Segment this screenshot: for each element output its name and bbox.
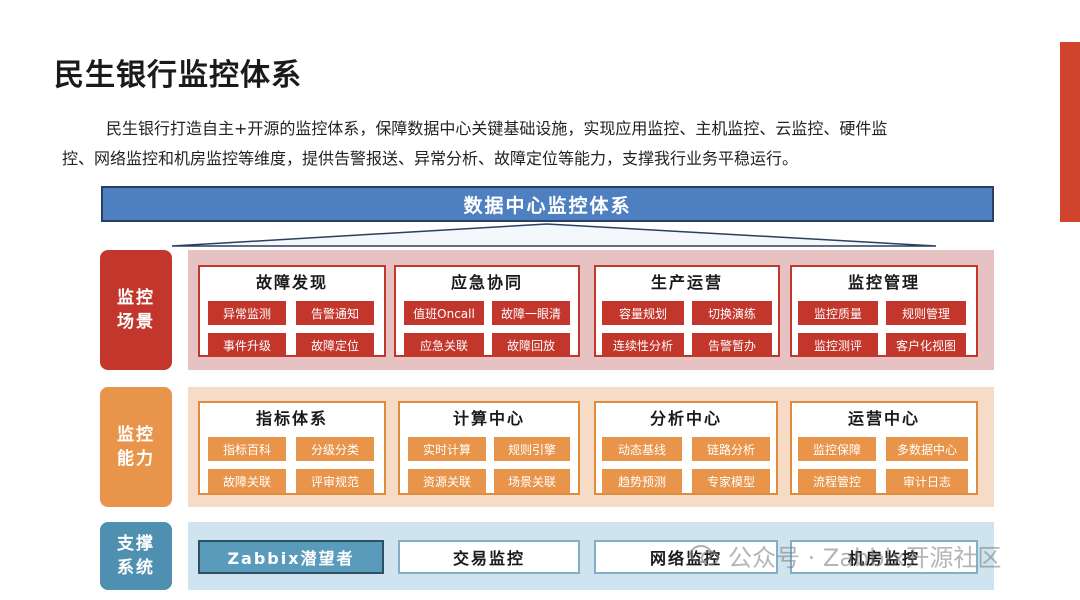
chip: 故障关联 <box>208 469 286 493</box>
wechat-icon <box>690 544 719 565</box>
support-network-monitoring: 网络监控 <box>594 540 778 574</box>
watermark-text: 公众号 · Zabbix开源社区 <box>728 544 1002 572</box>
row-label-capabilities: 监控能力 <box>100 387 172 507</box>
chip: 指标百科 <box>208 437 286 461</box>
page-title: 民生银行监控体系 <box>54 58 302 93</box>
chip: 异常监测 <box>208 301 286 325</box>
group-title: 分析中心 <box>649 409 722 428</box>
row-label-scenarios: 监控场景 <box>100 250 172 370</box>
chip: 分级分类 <box>296 437 374 461</box>
group-title: 运营中心 <box>847 409 920 428</box>
group-fault-discovery: 故障发现 异常监测 告警通知 事件升级 故障定位 <box>198 265 386 357</box>
row-label-support: 支撑系统 <box>100 522 172 590</box>
group-title: 应急协同 <box>450 273 523 292</box>
top-banner: 数据中心监控体系 <box>101 186 994 222</box>
intro-paragraph: 民生银行打造自主+开源的监控体系，保障数据中心关键基础设施，实现应用监控、主机监… <box>62 114 1012 174</box>
chip: 故障一眼清 <box>492 301 570 325</box>
chip: 专家模型 <box>692 469 770 493</box>
row-monitoring-scenarios: 监控场景 故障发现 异常监测 告警通知 事件升级 故障定位 应急协同 值班Onc… <box>100 250 994 370</box>
chip: 告警暂办 <box>692 333 772 357</box>
chip: 规则引擎 <box>494 437 570 461</box>
support-datacenter-monitoring: 机房监控 <box>790 540 978 574</box>
chip: 趋势预测 <box>602 469 682 493</box>
chip: 事件升级 <box>208 333 286 357</box>
support-zabbix: Zabbix潜望者 <box>198 540 384 574</box>
group-analysis-center: 分析中心 动态基线 链路分析 趋势预测 专家模型 <box>594 401 778 495</box>
row-support-systems: 支撑系统 Zabbix潜望者 交易监控 网络监控 机房监控 <box>100 522 994 590</box>
chip: 故障回放 <box>492 333 570 357</box>
chip: 监控保障 <box>798 437 876 461</box>
chip: 评审规范 <box>296 469 374 493</box>
chip: 容量规划 <box>602 301 684 325</box>
chip: 资源关联 <box>408 469 486 493</box>
group-title: 计算中心 <box>452 409 525 428</box>
group-title: 指标体系 <box>255 409 328 428</box>
chip: 客户化视图 <box>886 333 966 357</box>
chip: 监控质量 <box>798 301 878 325</box>
group-metric-system: 指标体系 指标百科 分级分类 故障关联 评审规范 <box>198 401 386 495</box>
group-title: 监控管理 <box>847 273 920 292</box>
chip: 多数据中心 <box>886 437 968 461</box>
chip: 实时计算 <box>408 437 486 461</box>
watermark: 公众号 · Zabbix开源社区 <box>690 538 1001 573</box>
row-monitoring-capabilities: 监控能力 指标体系 指标百科 分级分类 故障关联 评审规范 计算中心 实时计算 … <box>100 387 994 507</box>
group-operation-center: 运营中心 监控保障 多数据中心 流程管控 审计日志 <box>790 401 978 495</box>
chip: 应急关联 <box>404 333 484 357</box>
top-banner-label: 数据中心监控体系 <box>463 194 632 217</box>
support-transaction-monitoring: 交易监控 <box>398 540 580 574</box>
chip: 链路分析 <box>692 437 770 461</box>
chip: 场景关联 <box>494 469 570 493</box>
chip: 流程管控 <box>798 469 876 493</box>
group-emergency-coordination: 应急协同 值班Oncall 故障一眼清 应急关联 故障回放 <box>394 265 580 357</box>
chip: 值班Oncall <box>404 301 484 325</box>
group-title: 故障发现 <box>255 273 328 292</box>
intro-line-1: 民生银行打造自主+开源的监控体系，保障数据中心关键基础设施，实现应用监控、主机监… <box>106 119 888 138</box>
chip: 监控测评 <box>798 333 878 357</box>
group-monitoring-management: 监控管理 监控质量 规则管理 监控测评 客户化视图 <box>790 265 978 357</box>
chip: 告警通知 <box>296 301 374 325</box>
intro-line-2: 控、网络监控和机房监控等维度，提供告警报送、异常分析、故障定位等能力，支撑我行业… <box>62 149 799 168</box>
chip: 动态基线 <box>602 437 682 461</box>
accent-bar <box>1060 42 1080 222</box>
chip: 故障定位 <box>296 333 374 357</box>
group-title: 生产运营 <box>650 273 723 292</box>
group-production-operation: 生产运营 容量规划 切换演练 连续性分析 告警暂办 <box>594 265 780 357</box>
chip: 切换演练 <box>692 301 772 325</box>
chip: 审计日志 <box>886 469 968 493</box>
chip: 规则管理 <box>886 301 966 325</box>
chip: 连续性分析 <box>602 333 684 357</box>
group-compute-center: 计算中心 实时计算 规则引擎 资源关联 场景关联 <box>398 401 580 495</box>
